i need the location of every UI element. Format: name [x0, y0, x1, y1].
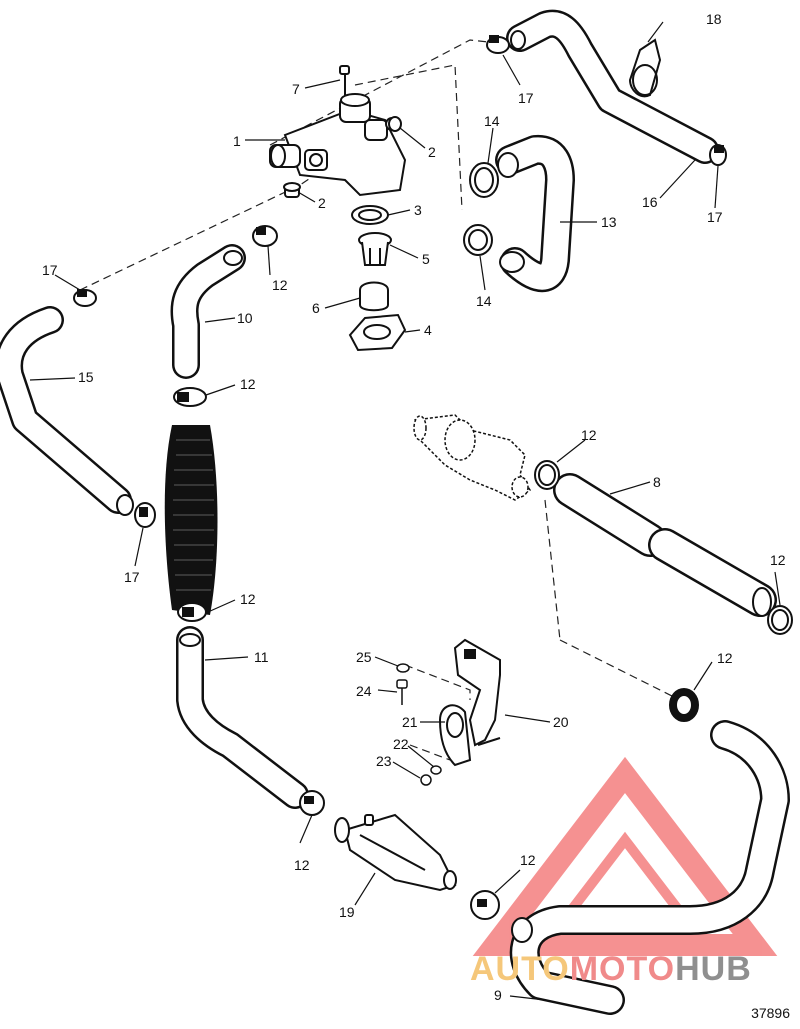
callout-2-upper: 2 — [428, 144, 436, 160]
callout-11: 11 — [254, 649, 269, 665]
callout-7: 7 — [292, 81, 300, 97]
callout-12-e: 12 — [520, 852, 536, 868]
watermark-auto: AUTO — [470, 950, 570, 988]
gasket-4 — [348, 313, 407, 352]
callout-3: 3 — [414, 202, 422, 218]
callout-21: 21 — [402, 714, 418, 730]
callout-4: 4 — [424, 322, 432, 338]
clamp-14-upper — [469, 162, 499, 198]
callout-17-left-bottom: 17 — [124, 569, 140, 585]
hose-13 — [495, 134, 575, 293]
callout-10: 10 — [237, 310, 253, 326]
clamp-17-top — [486, 35, 510, 54]
watermark-text: AUTOMOTOHUB — [470, 950, 752, 989]
hose-10 — [170, 244, 246, 379]
hose-11 — [176, 626, 309, 809]
callout-12-b: 12 — [240, 376, 256, 392]
callout-12-a: 12 — [272, 277, 288, 293]
hardware-small — [396, 663, 442, 786]
callout-19: 19 — [339, 904, 355, 920]
bracket-18 — [628, 38, 662, 98]
clamp-12-f — [669, 688, 699, 722]
callout-15: 15 — [78, 369, 94, 385]
hose-15 — [0, 306, 134, 516]
callout-17-right: 17 — [707, 209, 723, 225]
callout-16: 16 — [642, 194, 658, 210]
clamp-17-left-top — [73, 289, 97, 307]
bracket-20 — [453, 638, 501, 747]
clamp-12-h — [767, 605, 793, 635]
clamp-12-c — [177, 602, 207, 622]
leader-lines — [29, 21, 781, 1001]
callout-24: 24 — [356, 683, 372, 699]
callout-13: 13 — [601, 214, 617, 230]
clamp-12-d — [299, 790, 325, 816]
callout-6: 6 — [312, 300, 320, 316]
clamp-12-b — [173, 387, 207, 407]
callout-18: 18 — [706, 11, 722, 27]
fitting-2-upper — [388, 116, 402, 132]
callout-12-c: 12 — [240, 591, 256, 607]
pump-assembly — [413, 414, 532, 501]
hose-clamps — [73, 35, 793, 920]
hose-9 — [509, 720, 790, 1015]
gasket-3 — [351, 205, 389, 225]
watermark-moto: MOTO — [569, 950, 676, 988]
callout-1: 1 — [233, 133, 241, 149]
callout-17-left-top: 17 — [42, 262, 58, 278]
hose-16 — [506, 9, 719, 164]
cooler-19 — [334, 813, 457, 892]
callout-2-lower: 2 — [318, 195, 326, 211]
clamp-21 — [438, 704, 501, 767]
callout-22: 22 — [393, 736, 409, 752]
callout-9: 9 — [494, 987, 502, 1003]
callout-12-f: 12 — [717, 650, 733, 666]
callout-8: 8 — [653, 474, 661, 490]
clamp-17-right — [709, 144, 727, 166]
clamp-12-g — [534, 460, 560, 490]
clamp-17-left-bottom — [134, 502, 156, 528]
callout-25: 25 — [356, 649, 372, 665]
callout-5: 5 — [422, 251, 430, 267]
callout-14-upper: 14 — [484, 113, 500, 129]
callout-14-lower: 14 — [476, 293, 492, 309]
callout-12-d: 12 — [294, 857, 310, 873]
callout-12-h: 12 — [770, 552, 786, 568]
thermostat-5 — [358, 232, 392, 266]
fitting-2-lower — [283, 182, 301, 198]
callout-17-top: 17 — [518, 90, 534, 106]
sleeve-6 — [359, 281, 389, 312]
assembly-dashed-lines — [79, 39, 681, 761]
clamp-12-a — [252, 225, 278, 247]
callout-20: 20 — [553, 714, 569, 730]
thermostat-housing — [269, 93, 407, 197]
clamp-14-lower — [463, 224, 493, 256]
figure-number: 37896 — [751, 1005, 790, 1021]
screw-7 — [339, 65, 350, 96]
hose-8 — [553, 473, 777, 617]
callout-23: 23 — [376, 753, 392, 769]
watermark-hub: HUB — [675, 950, 752, 988]
clamp-12-e — [470, 890, 500, 920]
callout-12-g: 12 — [581, 427, 597, 443]
corrugated-hose — [164, 425, 218, 615]
